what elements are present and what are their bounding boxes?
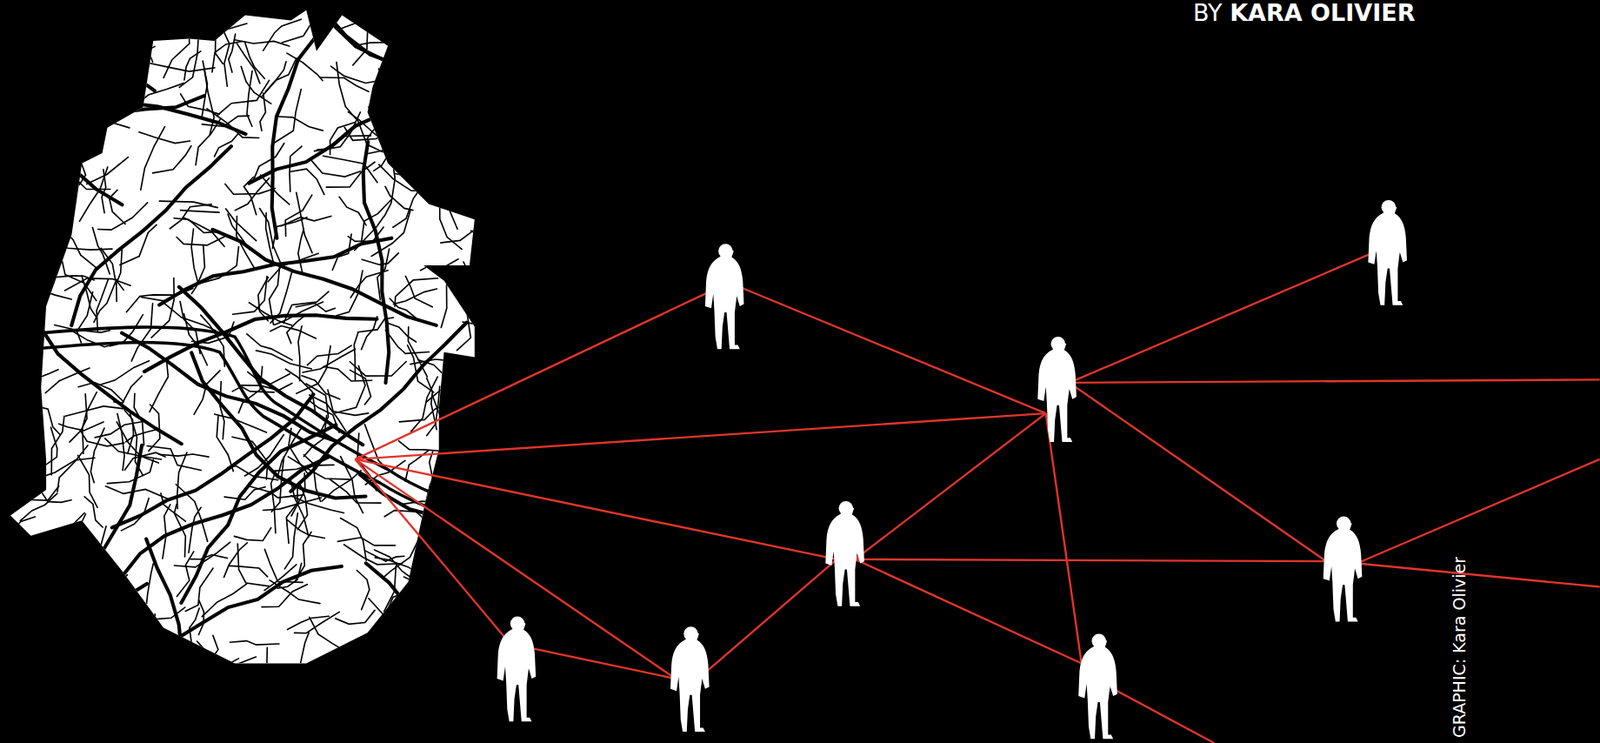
byline-prefix: BY bbox=[1193, 0, 1223, 27]
graphic-credit: GRAPHIC: Kara Olivier bbox=[1449, 556, 1469, 738]
author-name: KARA OLIVIER bbox=[1229, 0, 1415, 27]
graphic-credit-text: GRAPHIC: Kara Olivier bbox=[1449, 556, 1469, 738]
byline: BY KARA OLIVIER bbox=[1193, 0, 1415, 27]
